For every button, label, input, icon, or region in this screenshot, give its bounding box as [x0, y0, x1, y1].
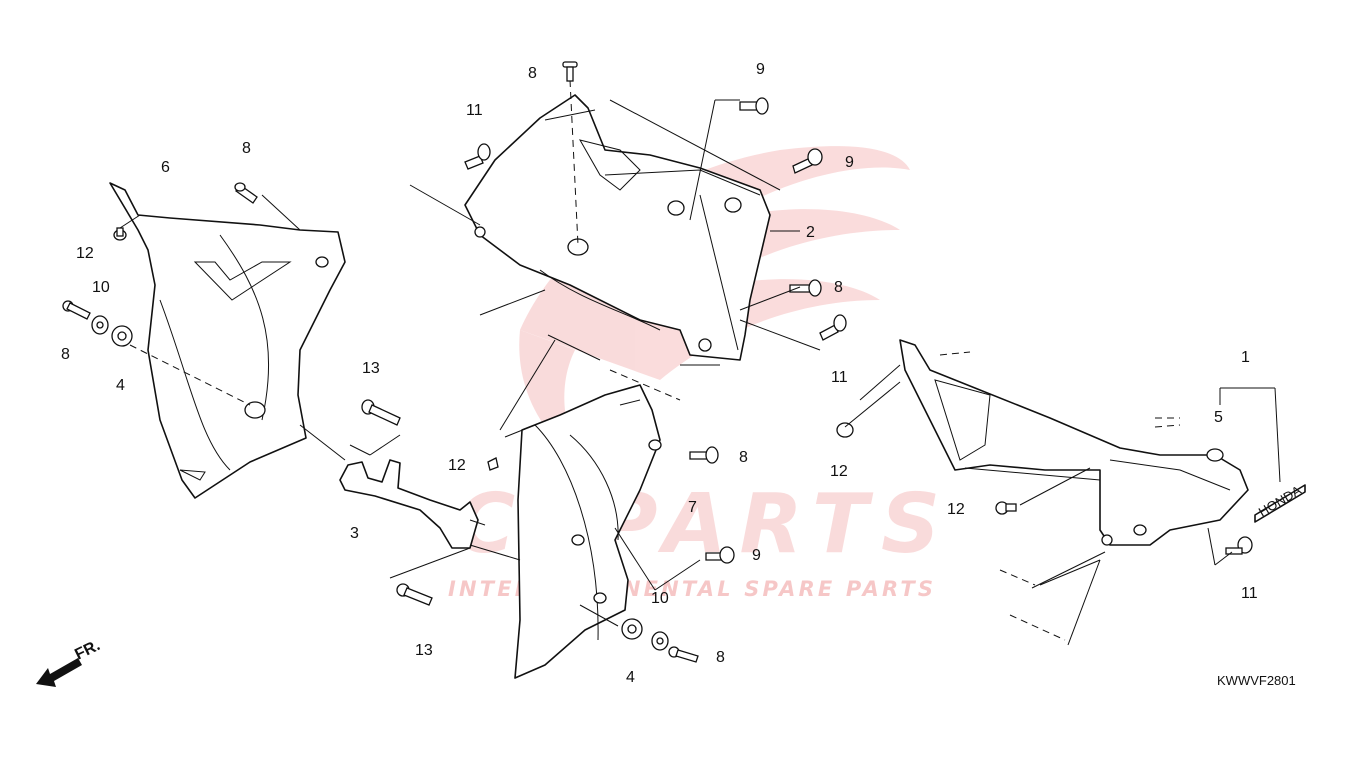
callout-4-bottom: 4 — [626, 669, 635, 686]
callout-2: 2 — [806, 224, 815, 241]
callout-10-left: 10 — [92, 279, 110, 296]
callout-9-top: 9 — [756, 61, 765, 78]
diagram-code: KWWVF2801 — [1217, 673, 1296, 688]
callout-8-center-right: 8 — [739, 449, 748, 466]
callout-8-far-left: 8 — [61, 346, 70, 363]
decal-honda: HONDA — [1256, 482, 1304, 519]
part-2-upper-cover — [464, 79, 771, 361]
direction-label: FR. — [72, 637, 103, 664]
callout-11-far-right: 11 — [1241, 585, 1258, 602]
leader-lines — [119, 99, 1281, 646]
callout-8-right: 8 — [834, 279, 843, 296]
callout-13-upper: 13 — [362, 360, 380, 377]
callout-1: 1 — [1241, 349, 1250, 366]
callout-10-bottom: 10 — [651, 590, 669, 607]
part-7-lower-cover — [514, 384, 662, 679]
callout-8-upper-left: 8 — [242, 140, 251, 157]
callout-5: 5 — [1214, 409, 1223, 426]
callout-11-right: 11 — [831, 369, 848, 386]
callout-11-top-left: 11 — [466, 102, 483, 119]
callout-7: 7 — [688, 499, 697, 516]
front-direction-arrow: FR. — [36, 637, 103, 687]
callout-12-center: 12 — [448, 457, 466, 474]
callout-8-top: 8 — [528, 65, 537, 82]
fasteners — [62, 61, 1253, 663]
part-3-bracket — [339, 459, 479, 549]
callout-labels: 1 2 3 4 4 5 6 7 8 8 8 8 8 8 8 9 9 9 10 1… — [61, 61, 1258, 686]
callout-9-center: 9 — [752, 547, 761, 564]
callout-13-lower: 13 — [415, 642, 433, 659]
callout-3: 3 — [350, 525, 359, 542]
callout-12-left: 12 — [76, 245, 94, 262]
callout-4-left: 4 — [116, 377, 125, 394]
callout-9-right: 9 — [845, 154, 854, 171]
part-1-right-cover — [899, 339, 1306, 546]
part-6-left-cover — [109, 182, 346, 499]
callout-12-right-lower: 12 — [947, 501, 965, 518]
callout-8-bottom: 8 — [716, 649, 725, 666]
callout-12-right: 12 — [830, 463, 848, 480]
callout-6: 6 — [161, 159, 170, 176]
